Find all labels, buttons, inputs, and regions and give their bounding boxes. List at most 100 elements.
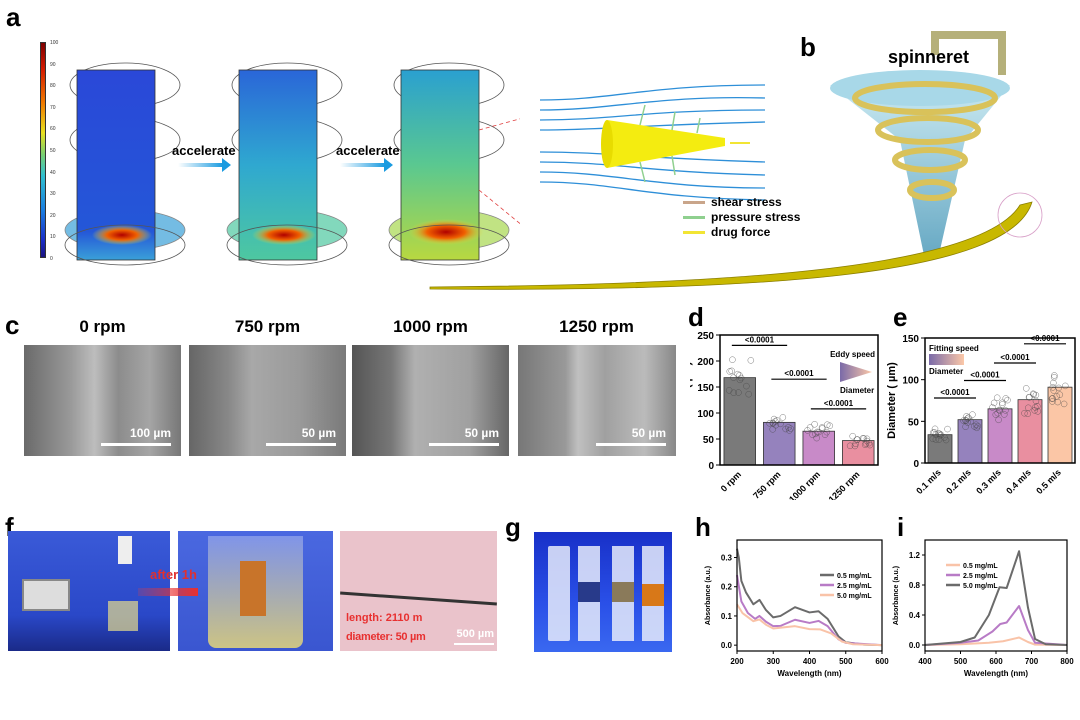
cylinder-2 bbox=[226, 62, 348, 266]
data-point bbox=[993, 394, 1001, 401]
p-value-label: <0.0001 bbox=[784, 369, 814, 378]
data-point bbox=[964, 415, 971, 422]
data-point bbox=[1024, 410, 1032, 417]
colorbar bbox=[40, 42, 46, 258]
cfd-cylinders bbox=[64, 62, 520, 266]
data-point bbox=[999, 401, 1006, 408]
data-point bbox=[725, 387, 733, 394]
data-point bbox=[929, 435, 937, 443]
scale-bar-label: 50 µm bbox=[631, 426, 666, 440]
data-point bbox=[804, 427, 811, 434]
series-line bbox=[736, 548, 883, 647]
y-tick-label: 200 bbox=[697, 357, 714, 368]
data-point bbox=[824, 421, 831, 428]
data-point bbox=[964, 419, 971, 426]
data-point bbox=[931, 429, 938, 436]
accelerate-arrow-1 bbox=[178, 158, 231, 172]
length-label: length: 2110 m bbox=[346, 612, 423, 624]
x-tick-label: 500 bbox=[954, 657, 968, 666]
cylinder-3 bbox=[388, 62, 520, 266]
plot-frame bbox=[736, 539, 883, 652]
fiber-bundle bbox=[240, 561, 266, 616]
data-point bbox=[773, 417, 781, 424]
x-tick-label: 0 rpm bbox=[719, 469, 743, 493]
data-point bbox=[995, 406, 1003, 414]
sem-image-750rpm: 50 µm bbox=[189, 345, 346, 456]
series-line bbox=[924, 550, 1068, 646]
legend-label: 2.5 mg/mL bbox=[837, 583, 872, 590]
data-point bbox=[1060, 400, 1068, 408]
data-point bbox=[730, 389, 737, 397]
plot-frame bbox=[719, 334, 879, 466]
data-point bbox=[846, 442, 854, 450]
data-point bbox=[743, 382, 750, 390]
data-point bbox=[735, 389, 742, 396]
x-tick-label: 0.3 m/s bbox=[974, 467, 1003, 496]
sem-image-1000rpm: 50 µm bbox=[352, 345, 509, 456]
data-point bbox=[745, 390, 752, 398]
x-tick-label: 400 bbox=[803, 657, 817, 666]
tube-3 bbox=[612, 546, 634, 641]
y-tick-label: 250 bbox=[697, 331, 714, 342]
y-axis-label: Absorbance (a.u.) bbox=[893, 566, 900, 625]
data-point bbox=[861, 441, 869, 448]
legend-label: 0.5 mg/mL bbox=[837, 573, 872, 580]
accelerate-label-1: accelerate bbox=[172, 143, 236, 158]
y-tick-label: 0.0 bbox=[721, 641, 733, 650]
y-tick-label: 150 bbox=[902, 334, 919, 345]
data-point bbox=[785, 424, 792, 431]
colorbar-tick: 40 bbox=[50, 169, 56, 176]
y-tick-label: 150 bbox=[697, 383, 714, 394]
sem-image-0rpm: 100 µm bbox=[24, 345, 181, 456]
data-point bbox=[862, 440, 870, 447]
data-point bbox=[736, 376, 744, 384]
data-point bbox=[1021, 409, 1028, 417]
diameter-label: diameter: 50 µm bbox=[346, 631, 426, 643]
bar bbox=[957, 419, 983, 464]
x-tick-label: 800 bbox=[1060, 657, 1074, 666]
data-point bbox=[995, 416, 1002, 424]
plot-frame bbox=[924, 337, 1076, 464]
x-tick-label: 300 bbox=[767, 657, 781, 666]
x-tick-label: 0.4 m/s bbox=[1004, 467, 1033, 496]
data-point bbox=[974, 422, 982, 430]
data-point bbox=[1026, 393, 1033, 401]
scale-bar-label: 500 µm bbox=[456, 628, 494, 640]
data-point bbox=[1031, 407, 1038, 414]
x-tick-label: 200 bbox=[730, 657, 744, 666]
y-tick-label: 100 bbox=[697, 409, 714, 420]
data-point bbox=[931, 425, 939, 433]
legend-label: 5.0 mg/mL bbox=[963, 583, 998, 590]
data-point bbox=[1001, 411, 1008, 418]
data-point bbox=[1002, 395, 1010, 402]
panel-label-i: i bbox=[897, 512, 905, 542]
data-point bbox=[1034, 403, 1041, 410]
bar bbox=[763, 421, 796, 466]
data-point bbox=[779, 414, 787, 421]
data-point bbox=[1056, 391, 1064, 398]
panel-label-g: g bbox=[505, 512, 521, 542]
data-point bbox=[1053, 393, 1060, 400]
data-point bbox=[729, 356, 736, 363]
colorbar-tick: 90 bbox=[50, 61, 56, 68]
bar bbox=[927, 434, 953, 464]
spinneret-vortex-illustration bbox=[429, 31, 1043, 290]
after-1h-label: after 1h bbox=[150, 567, 197, 582]
data-point bbox=[766, 420, 773, 427]
scale-bar-label: 50 µm bbox=[301, 426, 336, 440]
data-point bbox=[777, 420, 784, 428]
data-point bbox=[818, 424, 826, 431]
data-point bbox=[726, 368, 734, 375]
data-point bbox=[1032, 391, 1040, 399]
series-line bbox=[924, 605, 1068, 646]
scale-bar bbox=[454, 643, 494, 645]
data-point bbox=[944, 425, 951, 433]
scale-bar bbox=[596, 443, 666, 446]
y-tick-label: 0 bbox=[913, 459, 919, 470]
x-tick-label: 600 bbox=[875, 657, 889, 666]
p-value-label: <0.0001 bbox=[745, 335, 775, 344]
data-point bbox=[932, 436, 940, 443]
